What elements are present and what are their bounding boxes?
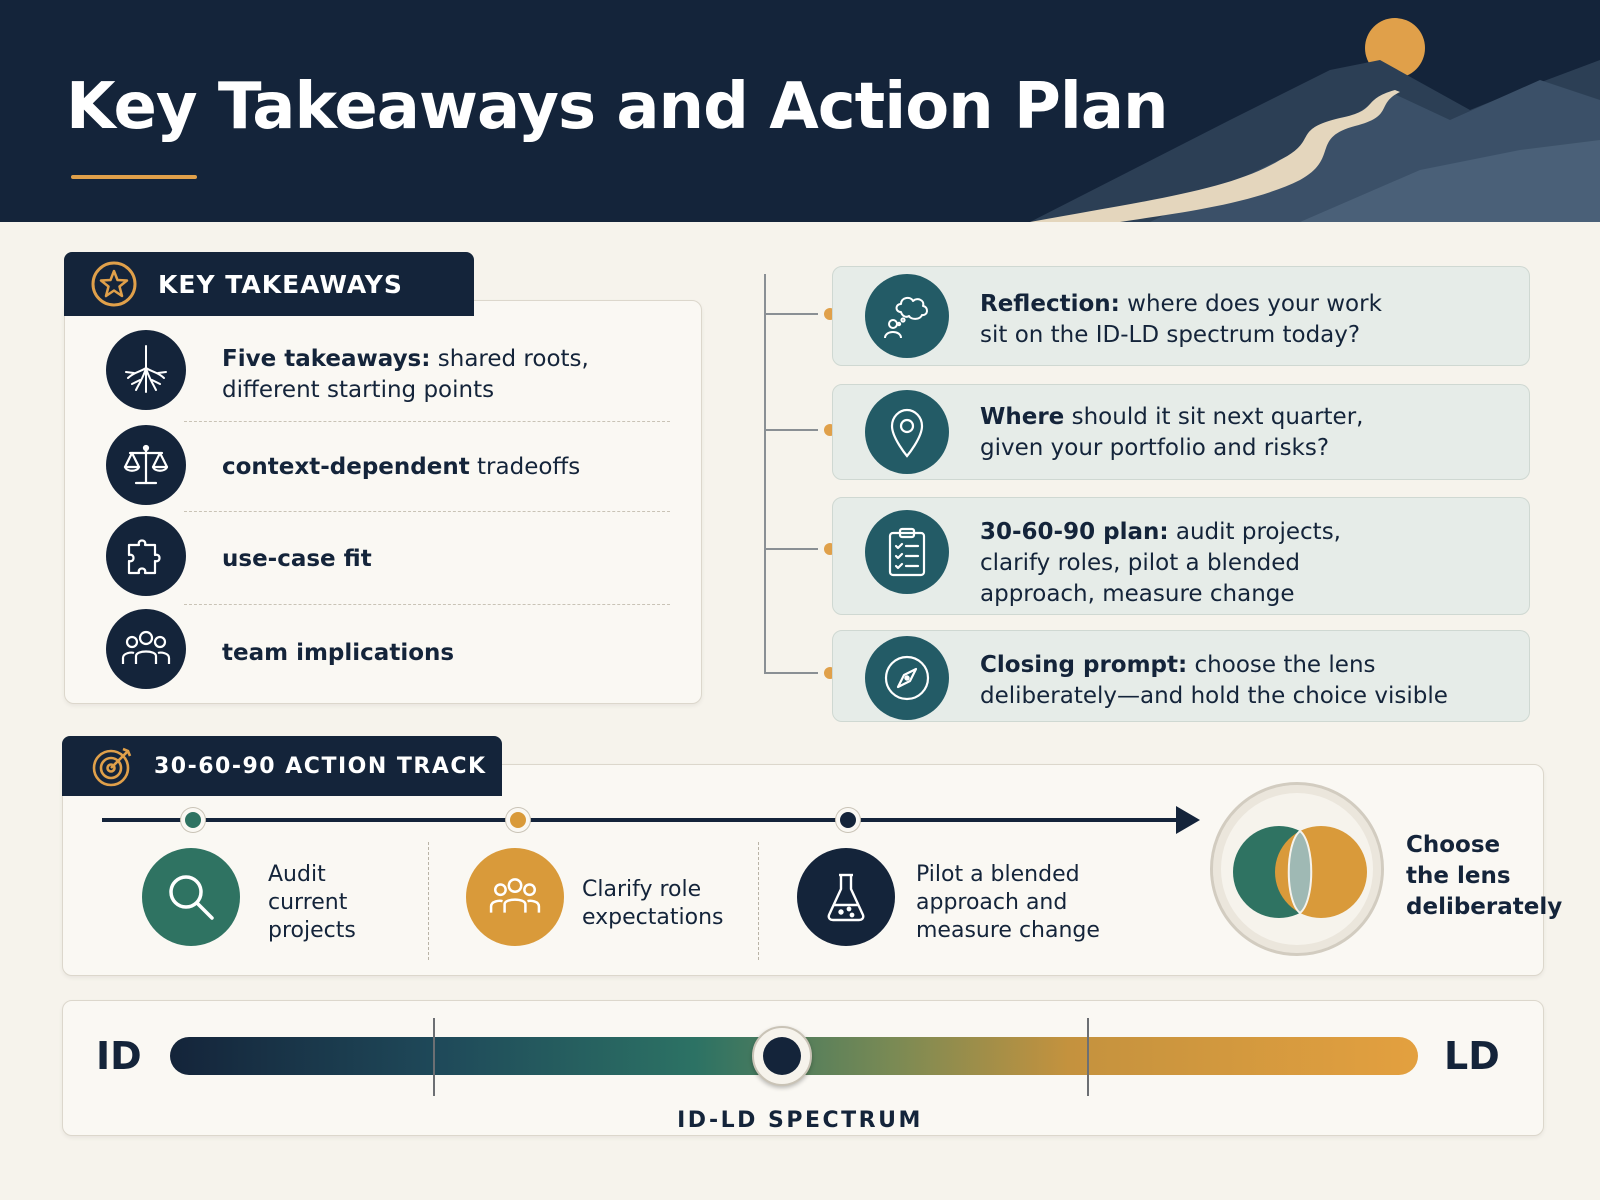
- prompt-text-closing: Closing prompt: choose the lens delibera…: [980, 652, 1448, 709]
- action-track-title: 30-60-90 ACTION TRACK: [154, 753, 487, 779]
- divider: [184, 604, 670, 605]
- team-icon: [106, 609, 186, 689]
- prompt-text-where: Where should it sit next quarter, given …: [980, 404, 1364, 461]
- lens-label: Choose the lens deliberately: [1406, 832, 1563, 920]
- spectrum-tick: [433, 1018, 435, 1096]
- spectrum-label-ld: LD: [1444, 1034, 1500, 1078]
- step-clarify: Clarify role expectations: [582, 877, 724, 930]
- title-underline: [71, 175, 197, 179]
- roots-icon: [106, 330, 186, 410]
- step-divider: [428, 842, 429, 960]
- page-title: Key Takeaways and Action Plan: [66, 70, 1169, 144]
- prompt-connector: [764, 313, 818, 315]
- step-divider: [758, 842, 759, 960]
- divider: [184, 421, 670, 422]
- takeaway-item-4: team implications: [222, 640, 455, 666]
- magnifier-icon: [142, 848, 240, 946]
- mountain-road-illustration: [1030, 18, 1600, 222]
- clipboard-checklist-icon: [865, 510, 949, 594]
- takeaway-item-2: context-dependent tradeoffs: [222, 454, 581, 480]
- spectrum-tick: [1087, 1018, 1089, 1096]
- prompt-connector: [764, 672, 818, 674]
- takeaway-item-1: Five takeaways: shared roots, different …: [222, 346, 589, 403]
- spectrum-label-id: ID: [96, 1034, 142, 1078]
- flask-icon: [797, 848, 895, 946]
- timeline-line: [102, 818, 1190, 822]
- divider: [184, 511, 670, 512]
- step-audit: Audit current projects: [268, 862, 356, 943]
- star-icon: [91, 261, 137, 307]
- timeline-arrow-icon: [1176, 806, 1200, 834]
- team-icon: [466, 848, 564, 946]
- puzzle-icon: [106, 516, 186, 596]
- timeline-node-30: [181, 808, 205, 832]
- takeaway-item-3: use-case fit: [222, 546, 372, 572]
- spectrum-marker[interactable]: [751, 1026, 812, 1086]
- step-pilot: Pilot a blended approach and measure cha…: [916, 862, 1100, 943]
- prompt-text-reflection: Reflection: where does your work sit on …: [980, 291, 1382, 348]
- overlapping-lenses-icon: [1233, 826, 1367, 918]
- takeaways-title: KEY TAKEAWAYS: [158, 269, 403, 299]
- spectrum-caption: ID-LD SPECTRUM: [677, 1108, 923, 1133]
- location-pin-icon: [865, 390, 949, 474]
- header-banner: Key Takeaways and Action Plan: [0, 0, 1600, 222]
- action-track-header: 30-60-90 ACTION TRACK: [62, 736, 502, 796]
- prompt-text-plan: 30-60-90 plan: audit projects, clarify r…: [980, 519, 1341, 607]
- timeline-node-90: [836, 808, 860, 832]
- prompt-connector: [764, 429, 818, 431]
- timeline-node-60: [506, 808, 530, 832]
- lens-badge: [1210, 782, 1384, 956]
- scales-icon: [106, 425, 186, 505]
- spectrum-marker-dot: [762, 1037, 801, 1075]
- takeaways-header: KEY TAKEAWAYS: [64, 252, 474, 316]
- compass-icon: [865, 636, 949, 720]
- thought-bubble-icon: [865, 274, 949, 358]
- prompt-connector-line: [764, 274, 766, 674]
- target-icon: [92, 747, 132, 787]
- prompt-connector: [764, 548, 818, 550]
